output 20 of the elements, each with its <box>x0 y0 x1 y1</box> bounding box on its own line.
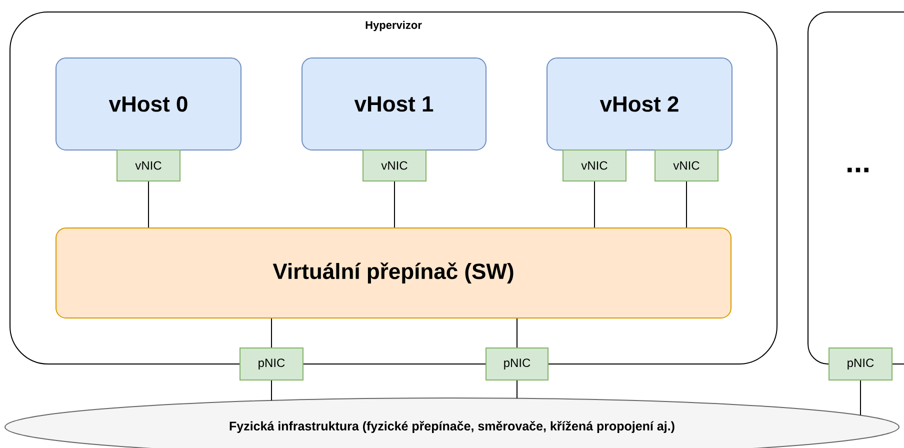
connector-line <box>516 318 518 348</box>
vhost-box: vHost 1 <box>302 58 486 150</box>
switch-box: Virtuální přepínač (SW) <box>56 228 732 318</box>
vhost-box: vHost 2 <box>546 58 732 150</box>
connector-line <box>516 380 518 399</box>
connector-line <box>148 181 149 228</box>
connector-line <box>594 181 595 228</box>
nic-box: pNIC <box>828 348 892 380</box>
nic-box: pNIC <box>486 348 548 380</box>
nic-box: vNIC <box>654 150 718 182</box>
nic-box: vNIC <box>562 150 626 182</box>
nic-box: pNIC <box>240 348 304 380</box>
nic-box: vNIC <box>362 150 426 182</box>
connector-line <box>860 380 861 416</box>
nic-box: vNIC <box>116 150 180 182</box>
connector-line <box>271 380 272 401</box>
connector-line <box>394 181 395 228</box>
vhost-box: vHost 0 <box>56 58 242 150</box>
connector-line <box>271 318 272 348</box>
connector-line <box>686 181 687 228</box>
